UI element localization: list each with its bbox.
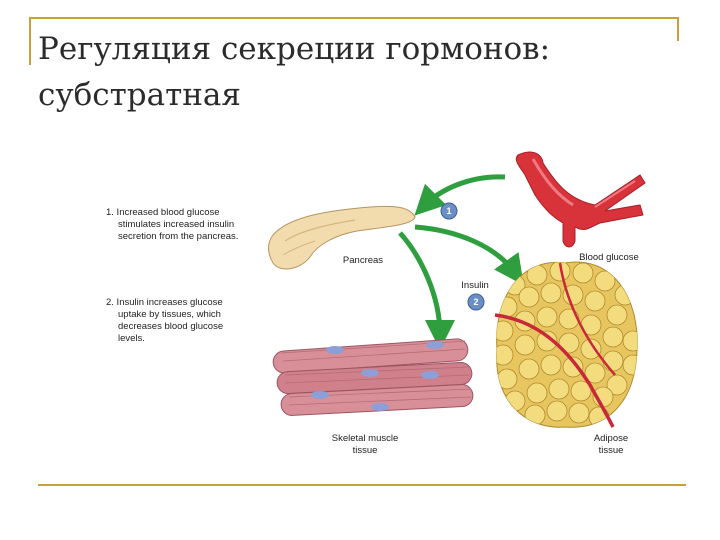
skeletal-muscle-label-line-1: Skeletal muscle [331,433,399,444]
step-1-caption: 1. Increased blood glucose stimulates in… [106,207,238,243]
skeletal-muscle-label-line-2: tissue [352,445,378,456]
slide-frame-bottom-rule [38,484,686,486]
adipose-tissue-label: Adipose tissue [581,433,641,457]
slide-frame-top-rule [29,17,678,19]
step-2-badge-number: 2 [473,297,479,307]
adipose-label-line-2: tissue [598,445,624,456]
adipose-label-line-1: Adipose [593,433,629,444]
step-1-caption-line: stimulates increased insulin [118,219,235,230]
step-1-caption-line: secretion from the pancreas. [118,231,239,242]
step-2-badge [467,293,485,311]
arrow-pancreas-to-muscle [398,231,455,350]
slide-title-line-1: Регуляция секреции гормонов: [38,31,551,67]
insulin-label: Insulin [461,280,489,291]
step-2-caption-line: 2. Insulin increases glucose [106,297,223,308]
pancreas-illustration [268,205,416,270]
step-2-caption-line: uptake by tissues, which [118,309,221,320]
pancreas-label: Pancreas [342,255,384,266]
slide-title-line-2: субстратная [38,77,241,113]
step-2-caption-line: levels. [118,333,145,344]
step-1-caption-line: 1. Increased blood glucose [106,207,220,218]
adipose-tissue-illustration [494,261,638,428]
blood-glucose-label: Blood glucose [579,252,639,263]
arrow-blood-to-pancreas [414,174,506,216]
step-1-badge-number: 1 [446,206,452,216]
step-2-caption-line: decreases blood glucose [118,321,224,332]
insulin-regulation-figure: 1. Increased blood glucose stimulates in… [95,145,655,465]
slide-title: Регуляция секреции гормонов: субстратная [38,26,658,118]
figure-illustration [268,151,646,428]
skeletal-muscle-label: Skeletal muscle tissue [320,433,410,457]
arrow-pancreas-to-adipose [414,224,524,286]
step-2-caption: 2. Insulin increases glucose uptake by t… [106,297,223,345]
slide-frame-left-rule [29,17,31,65]
skeletal-muscle-illustration [272,338,474,416]
step-1-badge [440,202,458,220]
blood-vessel-illustration [515,151,646,248]
slide-frame-right-rule [677,17,679,41]
